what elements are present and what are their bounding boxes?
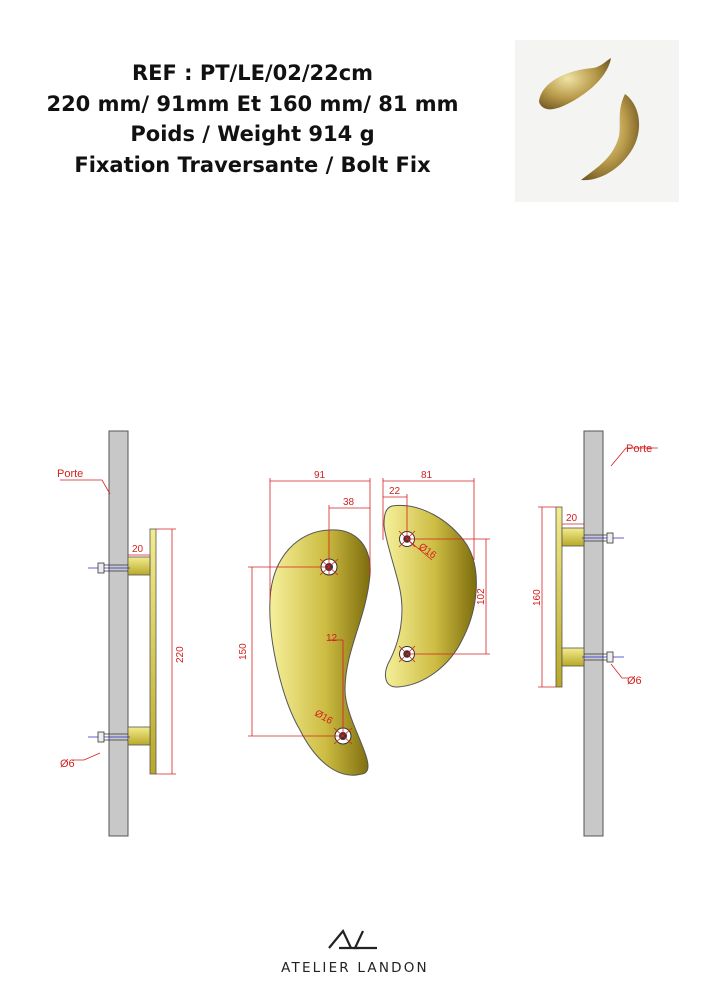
dim-hole-to-hole: 150 [238,643,249,660]
right-bolt-bottom [582,651,624,663]
left-bolt-dim: Ø6 [60,758,75,770]
brand-name: ATELIER LANDON [281,960,429,976]
right-bolt-top [582,532,624,544]
dim-large-width: 91 [314,470,326,481]
left-standoff-bottom [127,726,151,746]
header-line-dimensions: 220 mm/ 91mm Et 160 mm/ 81 mm [46,91,459,116]
right-standoff-dim: 20 [566,513,578,524]
front-view: 91 38 150 12 Ø16 81 22 Ø16 102 [238,470,490,776]
left-side-view: Porte 20 220 Ø6 [57,430,186,837]
left-bolt-bottom [88,731,130,743]
dim-small-hole-offset: 22 [389,486,401,497]
atelier-landon-logo-icon [328,928,377,950]
dim-large-hole-offset: 38 [343,497,355,508]
right-handle-bar [555,506,563,688]
brass-handle-photo-icon [539,58,640,181]
header-line-weight: Poids / Weight 914 g [130,122,375,146]
right-standoff-top [561,527,585,547]
reference-header: REF : PT/LE/02/22cm 220 mm/ 91mm Et 160 … [0,58,505,180]
product-photo [515,40,679,202]
dim-small-hole-to-hole: 102 [476,588,487,605]
header-line-ref: REF : PT/LE/02/22cm [131,61,374,85]
right-bolt-dim: Ø6 [627,675,642,687]
brand-logo: ATELIER LANDON [255,928,455,976]
right-side-view: Porte 20 160 Ø6 [532,430,658,837]
dim-small-width: 81 [421,470,433,481]
left-bolt-top [88,562,130,574]
small-leaf-plate [383,504,477,688]
left-standoff-dim: 20 [132,544,144,555]
left-length-dim: 220 [175,646,186,663]
header-line-fixing: Fixation Traversante / Bolt Fix [74,152,431,177]
left-door-bar [108,430,129,837]
right-standoff-bottom [561,647,585,667]
left-handle-bar [149,528,157,775]
dim-offset-12: 12 [326,633,338,644]
right-door-label: Porte [626,443,652,455]
right-door-bar [583,430,604,837]
right-length-dim: 160 [532,589,543,606]
left-standoff-top [127,556,151,576]
left-door-label: Porte [57,468,83,480]
